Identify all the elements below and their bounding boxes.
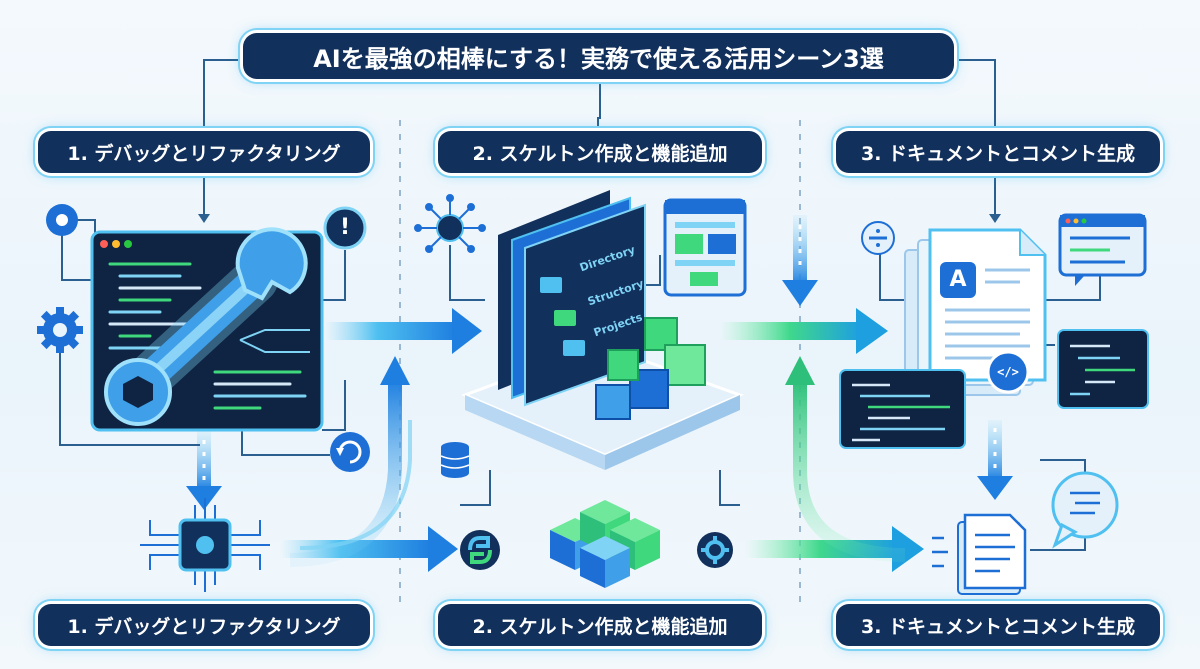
scene-header-debug: 1. デバッグとリファクタリング xyxy=(38,131,370,173)
generated-document-icon xyxy=(932,513,1027,595)
wrench-icon xyxy=(104,227,308,426)
arrow-col1-to-col2 xyxy=(325,322,455,340)
alert-icon xyxy=(323,206,367,250)
python-icon xyxy=(460,530,500,570)
scene-header-docs: 3. ドキュメントとコメント生成 xyxy=(836,131,1160,173)
title-connectors xyxy=(203,59,996,140)
module-cubes xyxy=(550,500,660,588)
target-icon xyxy=(46,204,78,236)
arrow-col2-to-col3 xyxy=(720,322,860,340)
arrow-col3-down xyxy=(988,420,1002,480)
alert-glyph: ! xyxy=(339,215,351,240)
ai-chip-icon xyxy=(140,498,270,592)
folder-icon xyxy=(540,277,562,293)
gear-icon xyxy=(37,307,83,353)
layout-window-icon xyxy=(663,198,747,297)
code-tag-glyph: </> xyxy=(997,365,1019,379)
bottom-label-docs: 3. ドキュメントとコメント生成 xyxy=(836,604,1160,646)
refactor-cycle-icon xyxy=(330,432,370,472)
code-snippet-window xyxy=(1057,329,1149,409)
document-stack xyxy=(904,228,1047,396)
column-dividers xyxy=(399,120,801,610)
doc-letter: A xyxy=(949,267,967,292)
settings-gear-icon xyxy=(697,532,733,568)
arrow-col1-down xyxy=(197,430,211,490)
curve-up-green xyxy=(793,380,906,562)
comment-bubble-icon xyxy=(1051,471,1119,549)
ai-network-icon xyxy=(414,194,486,253)
code-comment-window xyxy=(839,369,966,449)
folder-icon xyxy=(554,310,576,326)
page-title: AIを最強の相棒にする！実務で使える活用シーン3選 xyxy=(243,33,954,79)
code-tag-icon xyxy=(986,350,1030,394)
building-blocks xyxy=(595,317,706,420)
folder-icon xyxy=(563,340,585,356)
divide-icon xyxy=(861,221,895,255)
bottom-label-debug: 1. デバッグとリファクタリング xyxy=(38,604,370,646)
chat-window-icon xyxy=(1058,213,1147,286)
bottom-label-skeleton: 2. スケルトン作成と機能追加 xyxy=(438,604,762,646)
database-icon xyxy=(440,442,470,478)
scene-header-skeleton: 2. スケルトン作成と機能追加 xyxy=(438,131,762,173)
